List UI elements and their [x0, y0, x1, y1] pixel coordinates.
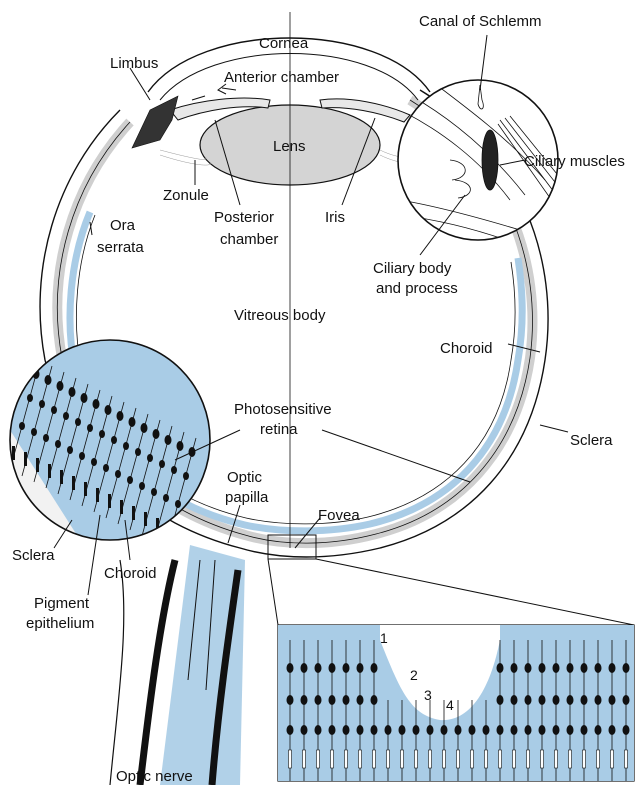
label-sclera-right: Sclera [570, 432, 613, 449]
label-ciliary-body-line1: Ciliary body [373, 260, 452, 277]
label-optic-papilla-line1: Optic [227, 469, 263, 486]
retina-magnified-circle [10, 340, 210, 548]
label-pigment-epithelium-line2: epithelium [26, 615, 94, 632]
label-posterior-chamber-line1: Posterior [214, 209, 274, 226]
label-ora-serrata-line1: Ora [110, 217, 136, 234]
inset-number-4: 4 [446, 697, 454, 713]
label-anterior-chamber: Anterior chamber [224, 69, 339, 86]
label-optic-papilla-line2: papilla [225, 489, 269, 506]
inset-number-2: 2 [410, 667, 418, 683]
label-photosensitive-retina-line2: retina [260, 421, 298, 438]
label-cornea: Cornea [259, 35, 309, 52]
label-iris: Iris [325, 209, 345, 226]
inset-number-3: 3 [424, 687, 432, 703]
label-posterior-chamber-line2: chamber [220, 231, 278, 248]
label-limbus: Limbus [110, 55, 158, 72]
label-canal-of-schlemm: Canal of Schlemm [419, 13, 542, 30]
label-ora-serrata-line2: serrata [97, 239, 144, 256]
label-ciliary-muscles: Ciliary muscles [524, 153, 625, 170]
label-lens: Lens [273, 138, 306, 155]
label-pigment-epithelium-line1: Pigment [34, 595, 90, 612]
label-photosensitive-retina-line1: Photosensitive [234, 401, 332, 418]
label-fovea: Fovea [318, 507, 360, 524]
inset-number-1: 1 [380, 630, 388, 646]
label-ciliary-body-line2: and process [376, 280, 458, 297]
label-sclera-left: Sclera [12, 547, 55, 564]
label-optic-nerve: Optic nerve [116, 768, 193, 785]
fovea-inset [278, 625, 634, 781]
label-vitreous-body: Vitreous body [234, 307, 326, 324]
label-choroid-right: Choroid [440, 340, 493, 357]
label-choroid-left: Choroid [104, 565, 157, 582]
label-zonule: Zonule [163, 187, 209, 204]
